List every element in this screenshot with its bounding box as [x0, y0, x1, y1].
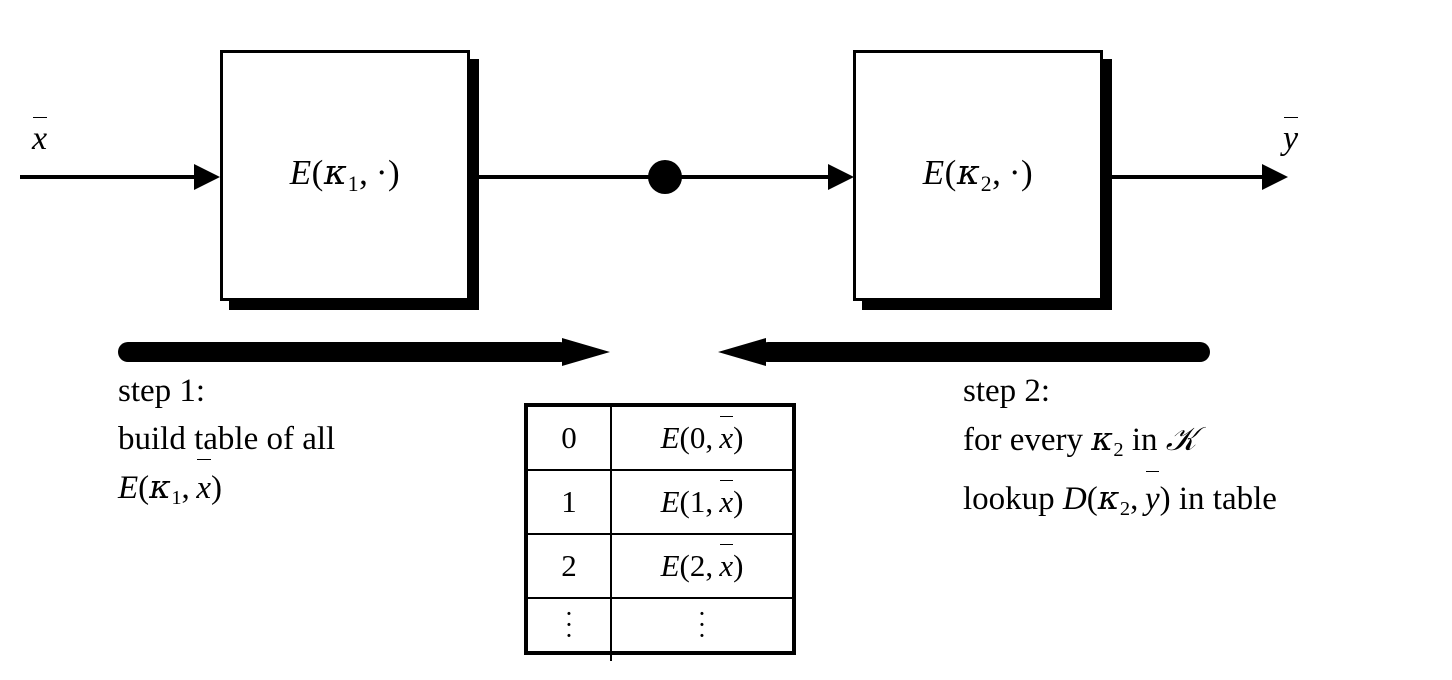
- intermediate-value-node-icon: [648, 160, 682, 194]
- table-cell-key: 1: [528, 469, 612, 535]
- step-2-line-1: step 2:: [963, 373, 1051, 409]
- table-cell-value: E(2, x): [610, 533, 792, 599]
- step-1-direction-arrow-icon: [118, 338, 610, 366]
- table-row: 1 E(1, x): [528, 469, 792, 535]
- cipher-block-e2-label: E(κ2, ·): [922, 153, 1034, 196]
- step-1-line-3: E(κ1, x): [118, 459, 335, 522]
- table-row: 2 E(2, x): [528, 533, 792, 599]
- cipher-block-e1: E(κ1, ·): [220, 50, 470, 301]
- precomputed-encryption-table: 0 E(0, x) 1 E(1, x) 2 E(2, x) ··· ···: [524, 403, 796, 661]
- input-label-x-bar: x: [32, 117, 48, 157]
- table-row: ··· ···: [528, 597, 792, 661]
- cipher-block-e2: E(κ2, ·): [853, 50, 1103, 301]
- step-1-arrow-shaft: [118, 342, 570, 362]
- table-row: 0 E(0, x): [528, 407, 792, 471]
- step-1-caption: step 1: build table of all E(κ1, x): [118, 367, 335, 522]
- step-2-arrow-tip: [718, 338, 766, 366]
- table-cell-value: E(0, x): [610, 407, 792, 471]
- step-2-direction-arrow-icon: [718, 338, 1210, 366]
- table-cell-value-ellipsis: ···: [610, 597, 792, 661]
- table-cell-key: 2: [528, 533, 612, 599]
- step-1-arrow-tip: [562, 338, 610, 366]
- output-arrowhead-icon: [1262, 164, 1288, 190]
- step-1-line-2: build table of all: [118, 421, 336, 457]
- input-arrowhead-icon: [194, 164, 220, 190]
- step-2-line-3: lookup D(κ2, y) in table: [963, 470, 1277, 533]
- step-2-arrow-shaft: [758, 342, 1210, 362]
- table-cell-key: 0: [528, 407, 612, 471]
- output-label-y-bar: y: [1283, 117, 1299, 157]
- step-1-line-1: step 1:: [118, 373, 206, 409]
- table-cell-key-ellipsis: ···: [528, 597, 612, 661]
- table-cell-value: E(1, x): [610, 469, 792, 535]
- step-2-caption: step 2: for every κ2 in 𝒦 lookup D(κ2, y…: [963, 367, 1277, 533]
- cipher-block-e1-label: E(κ1, ·): [289, 153, 401, 196]
- step-2-line-2: for every κ2 in 𝒦: [963, 419, 1197, 462]
- intermediate-arrowhead-icon: [828, 164, 854, 190]
- input-wire: [20, 175, 195, 179]
- output-wire: [1103, 175, 1283, 179]
